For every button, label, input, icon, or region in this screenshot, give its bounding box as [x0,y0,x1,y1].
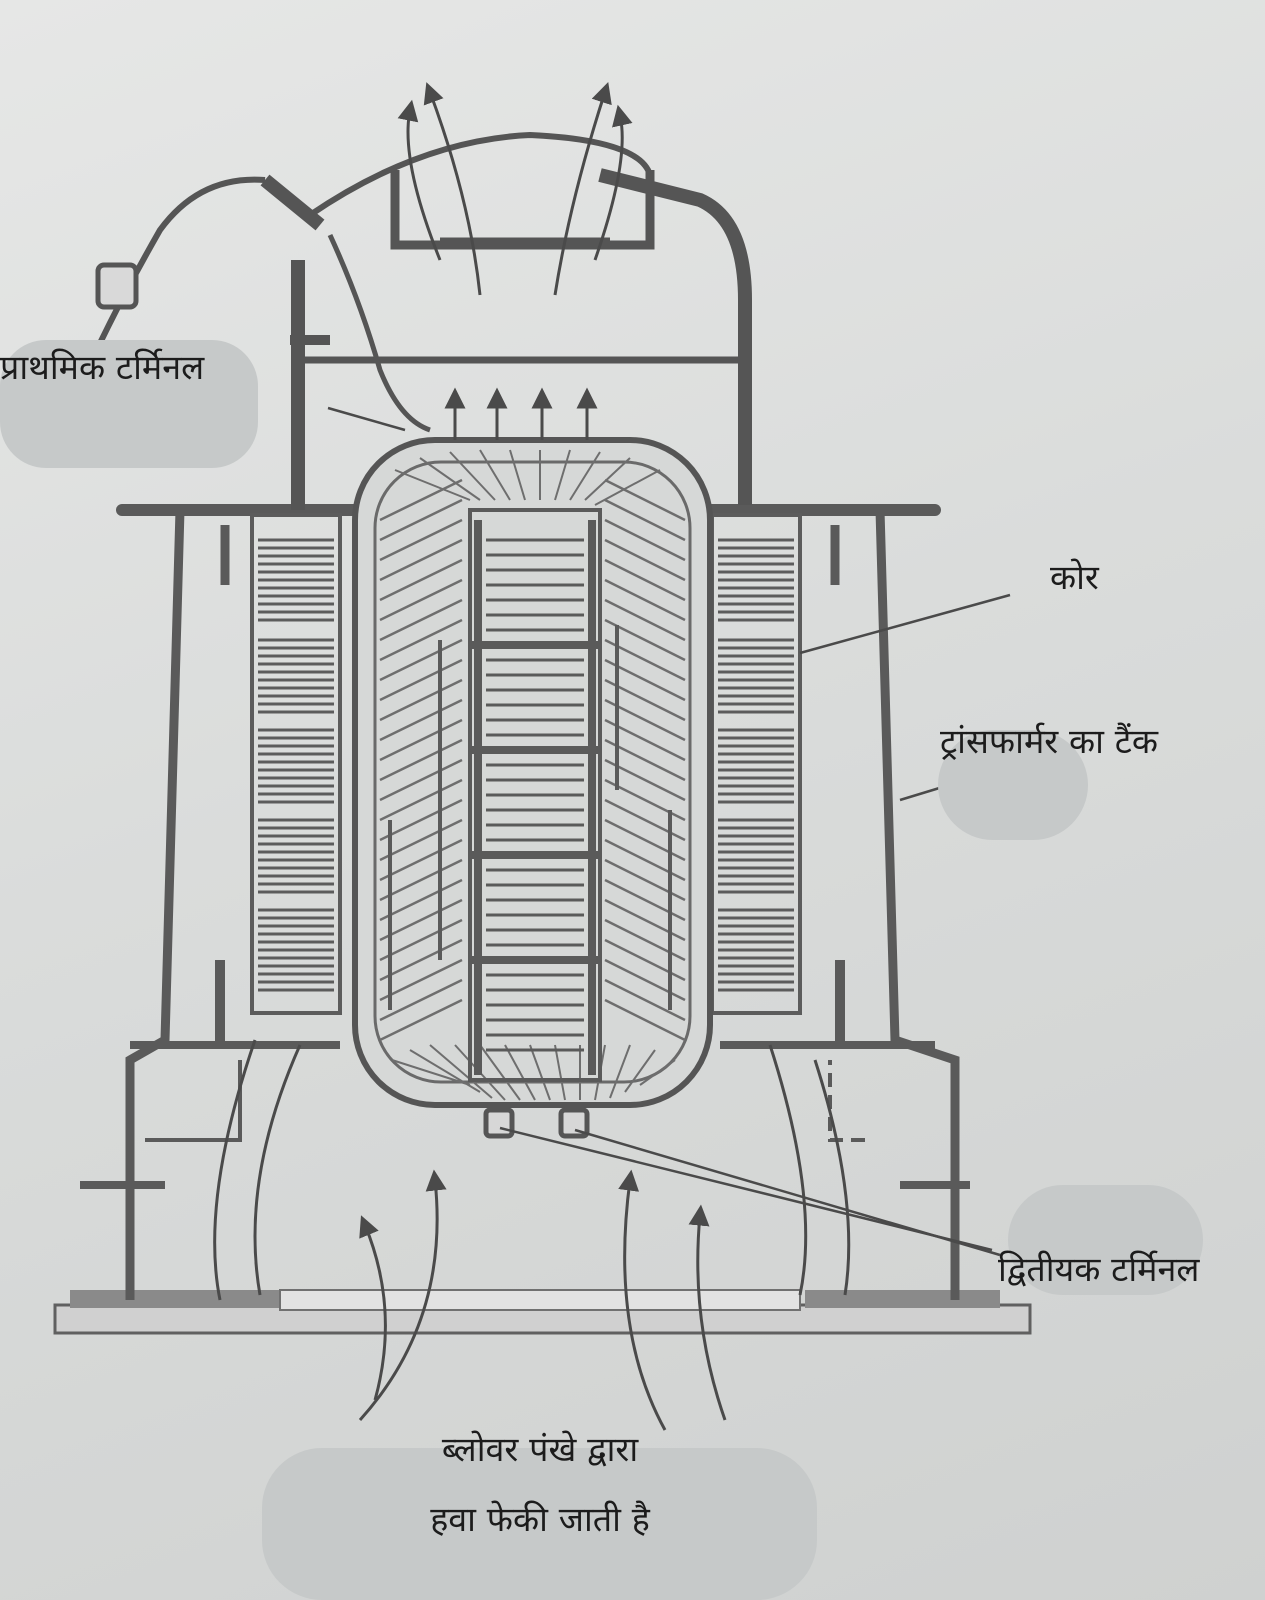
frame-and-cover [290,131,752,510]
airflow-curves [213,1039,851,1301]
label-secondary-terminal: द्वितीयक टर्मिनल [998,1250,1200,1290]
label-bg-secondary [1008,1185,1203,1295]
base-plate [53,1289,1032,1335]
winding-left [250,513,342,1015]
primary-cable [89,174,431,433]
label-core: कोर [1050,558,1099,598]
label-bg-tank [938,730,1088,840]
secondary-terminals [483,1107,590,1139]
label-primary-terminal: प्राथमिक टर्मिनल [0,348,205,388]
label-blower-line2: हवा फेकी जाती है [430,1500,650,1540]
label-bg-blower [262,1448,817,1600]
airflow-arrows [358,82,727,1431]
winding-right [710,513,802,1015]
label-bg-primary [0,340,258,468]
label-blower-line1: ब्लोवर पंखे द्वारा [441,1430,639,1470]
label-transformer-tank: ट्रांसफार्मर का टैंक [940,722,1158,762]
central-ladder [388,508,672,1082]
core [352,437,713,1108]
